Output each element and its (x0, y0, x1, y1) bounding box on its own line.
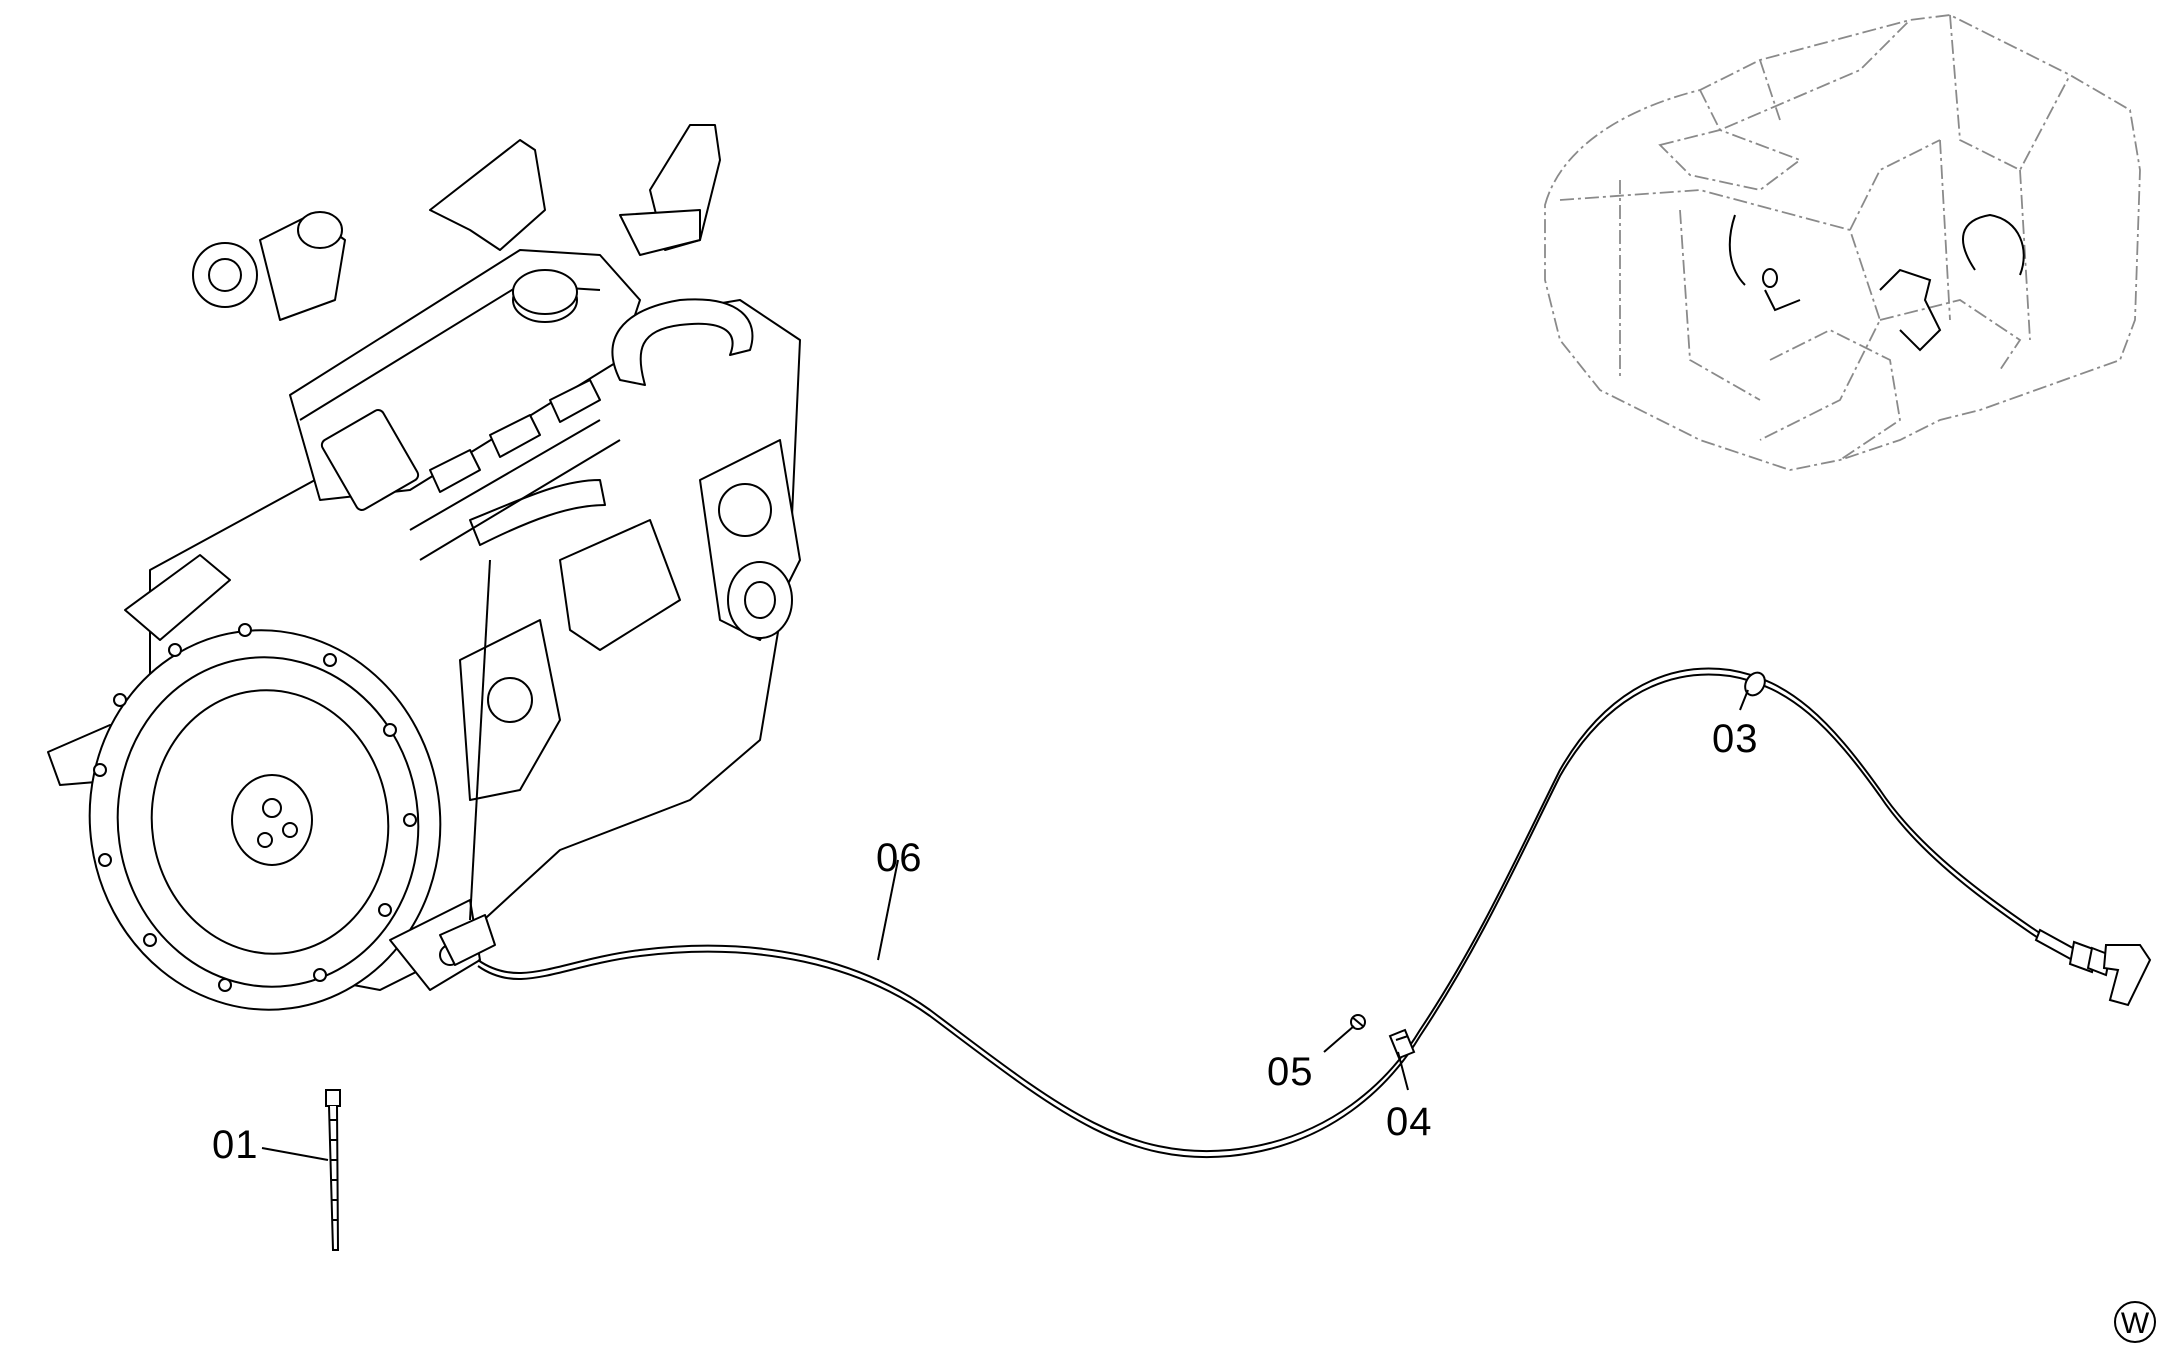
engine-assembly (47, 124, 801, 1011)
callout-06: 06 (876, 836, 923, 880)
leader-06 (877, 859, 899, 961)
cable-pull-knob (2034, 928, 2152, 1007)
callout-04: 04 (1386, 1100, 1433, 1144)
callout-05: 05 (1267, 1050, 1314, 1094)
grommet-part-03 (1744, 671, 1766, 697)
leader-03 (1739, 689, 1749, 711)
clamp-part-04 (1388, 1028, 1416, 1060)
cable-tie-part-01 (325, 1089, 341, 1251)
callout-labels: 01 03 04 05 06 (212, 717, 1759, 1167)
callout-03: 03 (1712, 717, 1759, 761)
corner-mark-text: W (2121, 1307, 2150, 1340)
leader-04 (1397, 1051, 1409, 1091)
leader-lines (261, 689, 1749, 1161)
leader-01 (261, 1147, 329, 1161)
bolt-part-05 (1350, 1014, 1366, 1030)
leader-05 (1323, 1025, 1355, 1053)
excavator-location-view (1544, 14, 2141, 471)
circled-w-mark: W (2114, 1301, 2156, 1343)
callout-01: 01 (212, 1123, 259, 1167)
excavator-location-highlight (1728, 213, 2025, 352)
stop-cable (477, 667, 2051, 1159)
